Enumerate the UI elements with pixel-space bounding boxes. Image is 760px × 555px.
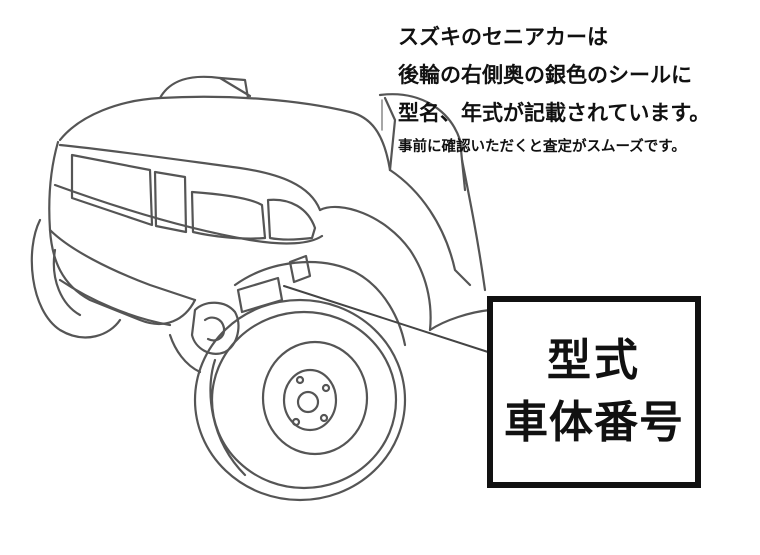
vehicle-serial-label: 車体番号 xyxy=(504,397,684,448)
left-rear-tire xyxy=(30,218,122,339)
axle-housing xyxy=(190,301,240,355)
seat-back-hint xyxy=(378,93,467,192)
caption-line-2: 後輪の右側奥の銀色のシールに xyxy=(398,63,692,87)
rear-wheel-rim xyxy=(261,340,369,456)
side-panel-line xyxy=(460,158,487,292)
tail-light-right xyxy=(190,190,267,240)
tail-light-left xyxy=(70,153,154,227)
body-top-edge xyxy=(58,95,392,172)
lug-nut-4 xyxy=(291,417,301,427)
rear-wheel-tire xyxy=(193,298,407,502)
fender-side xyxy=(388,168,472,287)
caption-line-4: 事前に確認いただくと査定がスムーズです。 xyxy=(398,139,686,155)
body-side xyxy=(383,96,397,172)
rear-wheel-tread xyxy=(210,310,398,490)
light-band-bottom xyxy=(53,183,324,245)
fender-inner xyxy=(233,260,407,347)
caption-line-1: スズキのセニアカーは xyxy=(398,25,608,49)
hub-cap xyxy=(296,390,320,414)
body-back-panel xyxy=(48,140,197,325)
lug-nut-3 xyxy=(319,413,329,423)
rear-wheel-hub xyxy=(282,368,338,432)
bumper-bottom xyxy=(58,278,172,327)
light-band-top xyxy=(58,143,322,212)
side-skirt xyxy=(428,308,492,332)
tire-sidewall xyxy=(209,358,247,477)
axle-detail xyxy=(203,316,226,342)
fender-outer xyxy=(318,205,432,332)
lug-nut-2 xyxy=(321,383,331,393)
caption-line-3: 型名、年式が記載されています。 xyxy=(398,101,711,125)
label-plate-bracket xyxy=(288,254,312,284)
bumper-lower xyxy=(48,228,197,302)
label-plate xyxy=(236,276,284,314)
suspension xyxy=(168,333,202,374)
body-cover-peak xyxy=(218,76,250,100)
model-type-label: 型式 xyxy=(547,335,641,386)
tail-light-corner xyxy=(266,198,317,241)
tail-light-center xyxy=(153,170,188,234)
callout-leader-line xyxy=(283,285,489,353)
lug-nut-1 xyxy=(295,375,305,385)
caption-text-block: スズキのセニアカーは 後輪の右側奥の銀色のシールに 型名、年式が記載されています… xyxy=(398,18,754,162)
callout-label-box: 型式 車体番号 xyxy=(487,296,701,488)
